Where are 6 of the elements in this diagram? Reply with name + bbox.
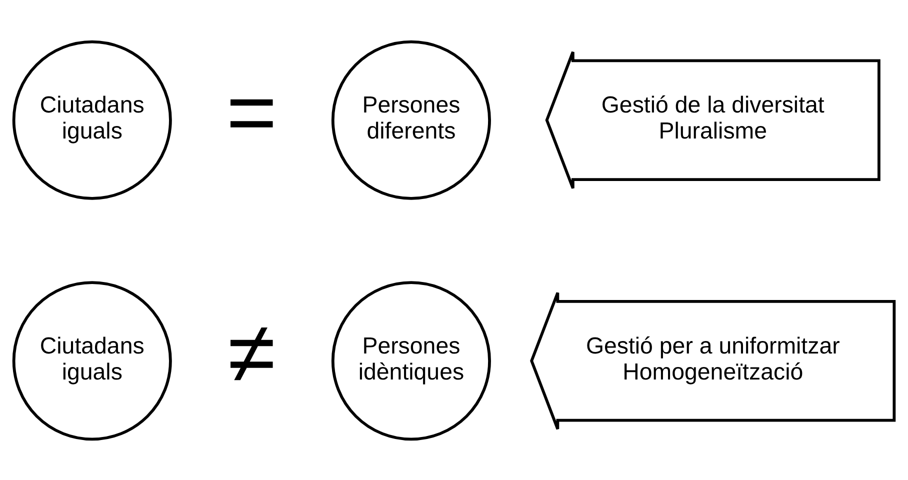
label: = [226, 63, 278, 160]
node-circle: Ciutadans iguals [12, 40, 172, 200]
node-circle: Persones diferents [331, 40, 491, 200]
node-circle: Ciutadans iguals [12, 280, 172, 440]
node-circle: Persones idèntiques [331, 280, 491, 440]
label: ≠ [228, 304, 276, 402]
